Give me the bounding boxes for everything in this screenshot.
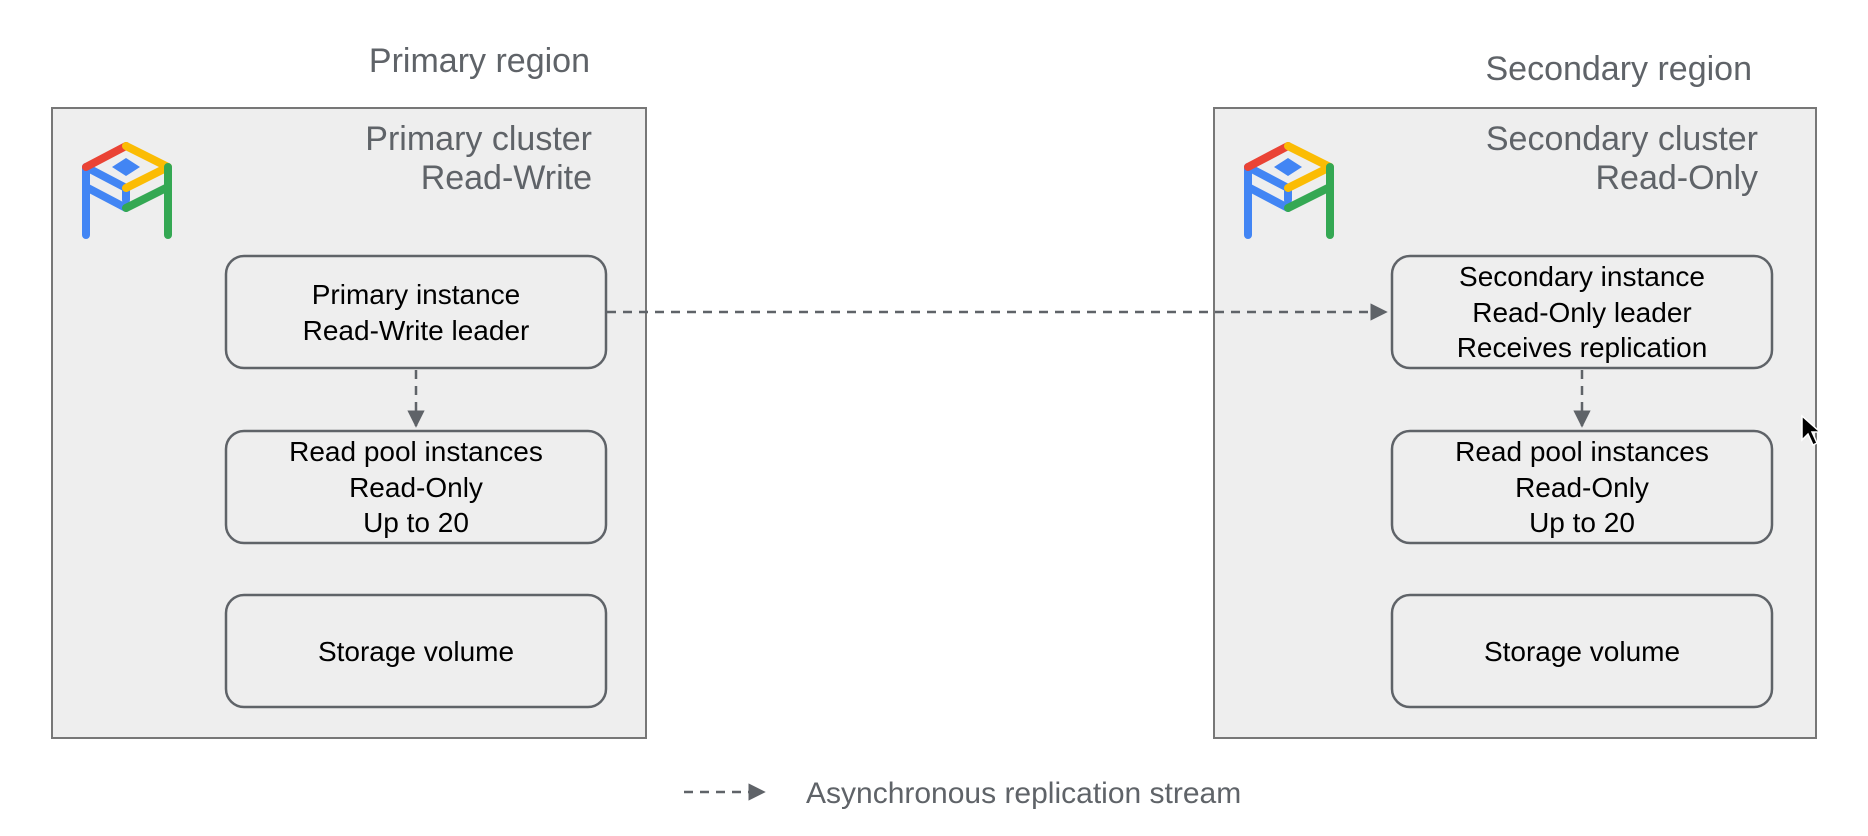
secondary-instance-line1: Secondary instance (1459, 261, 1705, 292)
secondary-instance-box: Secondary instance Read-Only leader Rece… (1390, 254, 1774, 370)
primary-instance-line2: Read-Write leader (303, 315, 530, 346)
secondary-region-label: Secondary region (1485, 50, 1752, 88)
secondary-instance-line3: Receives replication (1457, 332, 1708, 363)
legend: Asynchronous replication stream (684, 777, 1241, 810)
secondary-read-pool-line1: Read pool instances (1455, 436, 1709, 467)
primary-storage-box: Storage volume (224, 593, 608, 709)
secondary-storage-label: Storage volume (1484, 636, 1680, 667)
primary-instance-line1: Primary instance (312, 279, 521, 310)
primary-read-pool-line1: Read pool instances (289, 436, 543, 467)
primary-region-label: Primary region (369, 42, 590, 80)
secondary-cluster: Secondary cluster Read-Only Secondary in… (1213, 107, 1817, 739)
legend-label: Asynchronous replication stream (806, 777, 1241, 810)
primary-cluster-mode: Read-Write (421, 159, 592, 197)
secondary-read-pool-box: Read pool instances Read-Only Up to 20 (1390, 429, 1774, 545)
primary-cluster-title: Primary cluster (365, 120, 592, 158)
primary-read-pool-line2: Read-Only (349, 472, 483, 503)
secondary-cluster-mode: Read-Only (1595, 159, 1758, 197)
primary-instance-box: Primary instance Read-Write leader (224, 254, 608, 370)
secondary-instance-line2: Read-Only leader (1472, 297, 1691, 328)
secondary-read-pool-line2: Read-Only (1515, 472, 1649, 503)
mouse-cursor-icon (1801, 414, 1822, 447)
primary-cluster: Primary cluster Read-Write Primary insta… (51, 107, 647, 739)
secondary-storage-box: Storage volume (1390, 593, 1774, 709)
secondary-cluster-title: Secondary cluster (1486, 120, 1758, 158)
primary-storage-label: Storage volume (318, 636, 514, 667)
primary-read-pool-line3: Up to 20 (363, 507, 469, 538)
primary-read-pool-box: Read pool instances Read-Only Up to 20 (224, 429, 608, 545)
secondary-read-pool-line3: Up to 20 (1529, 507, 1635, 538)
